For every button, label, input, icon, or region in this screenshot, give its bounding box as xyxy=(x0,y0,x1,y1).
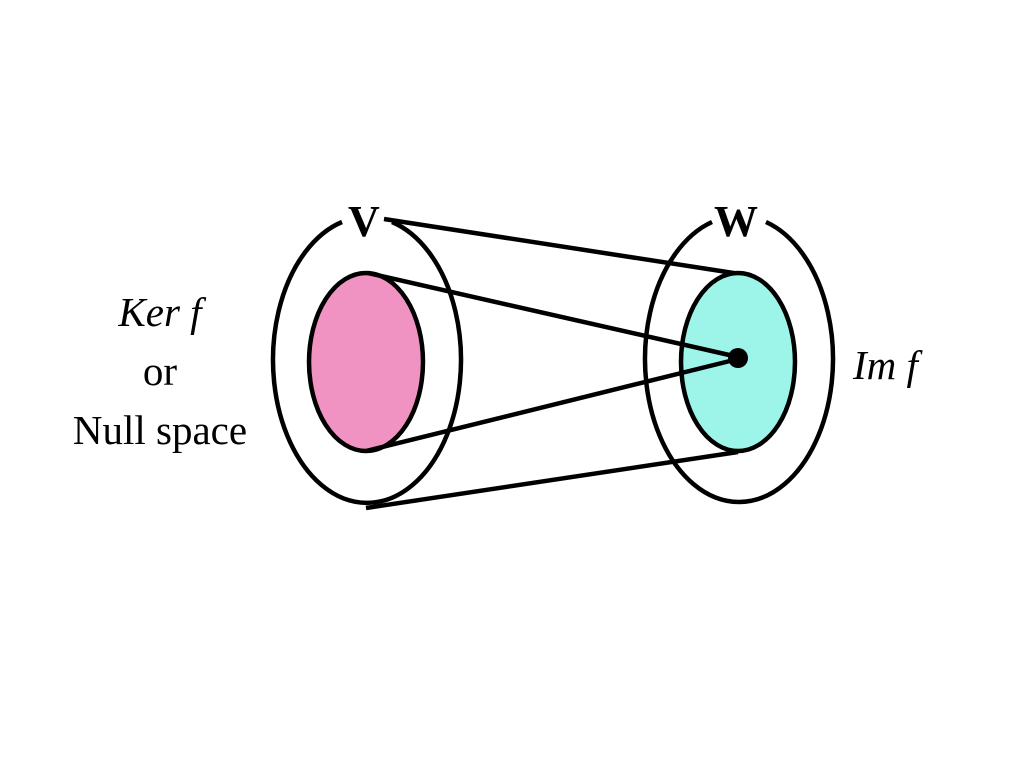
image-label: Im f xyxy=(853,342,918,388)
kernel-ellipse xyxy=(306,270,426,454)
bottom-outer-connector xyxy=(365,449,739,511)
top-outer-connector xyxy=(383,216,741,277)
codomain-w-ellipse xyxy=(642,219,836,505)
kernel-bottom-map-line xyxy=(365,356,739,454)
null-space-label: Null space xyxy=(72,407,248,453)
kernel-or-label: or xyxy=(142,348,178,394)
domain-v-label: V xyxy=(348,197,380,246)
domain-v-ellipse xyxy=(270,219,464,506)
codomain-w-label: W xyxy=(714,197,758,246)
kernel-label: Ker f xyxy=(118,289,202,335)
kernel-top-map-line xyxy=(367,270,739,360)
zero-vector-point xyxy=(728,348,748,368)
kernel-caption: Ker f or Null space xyxy=(40,283,280,460)
